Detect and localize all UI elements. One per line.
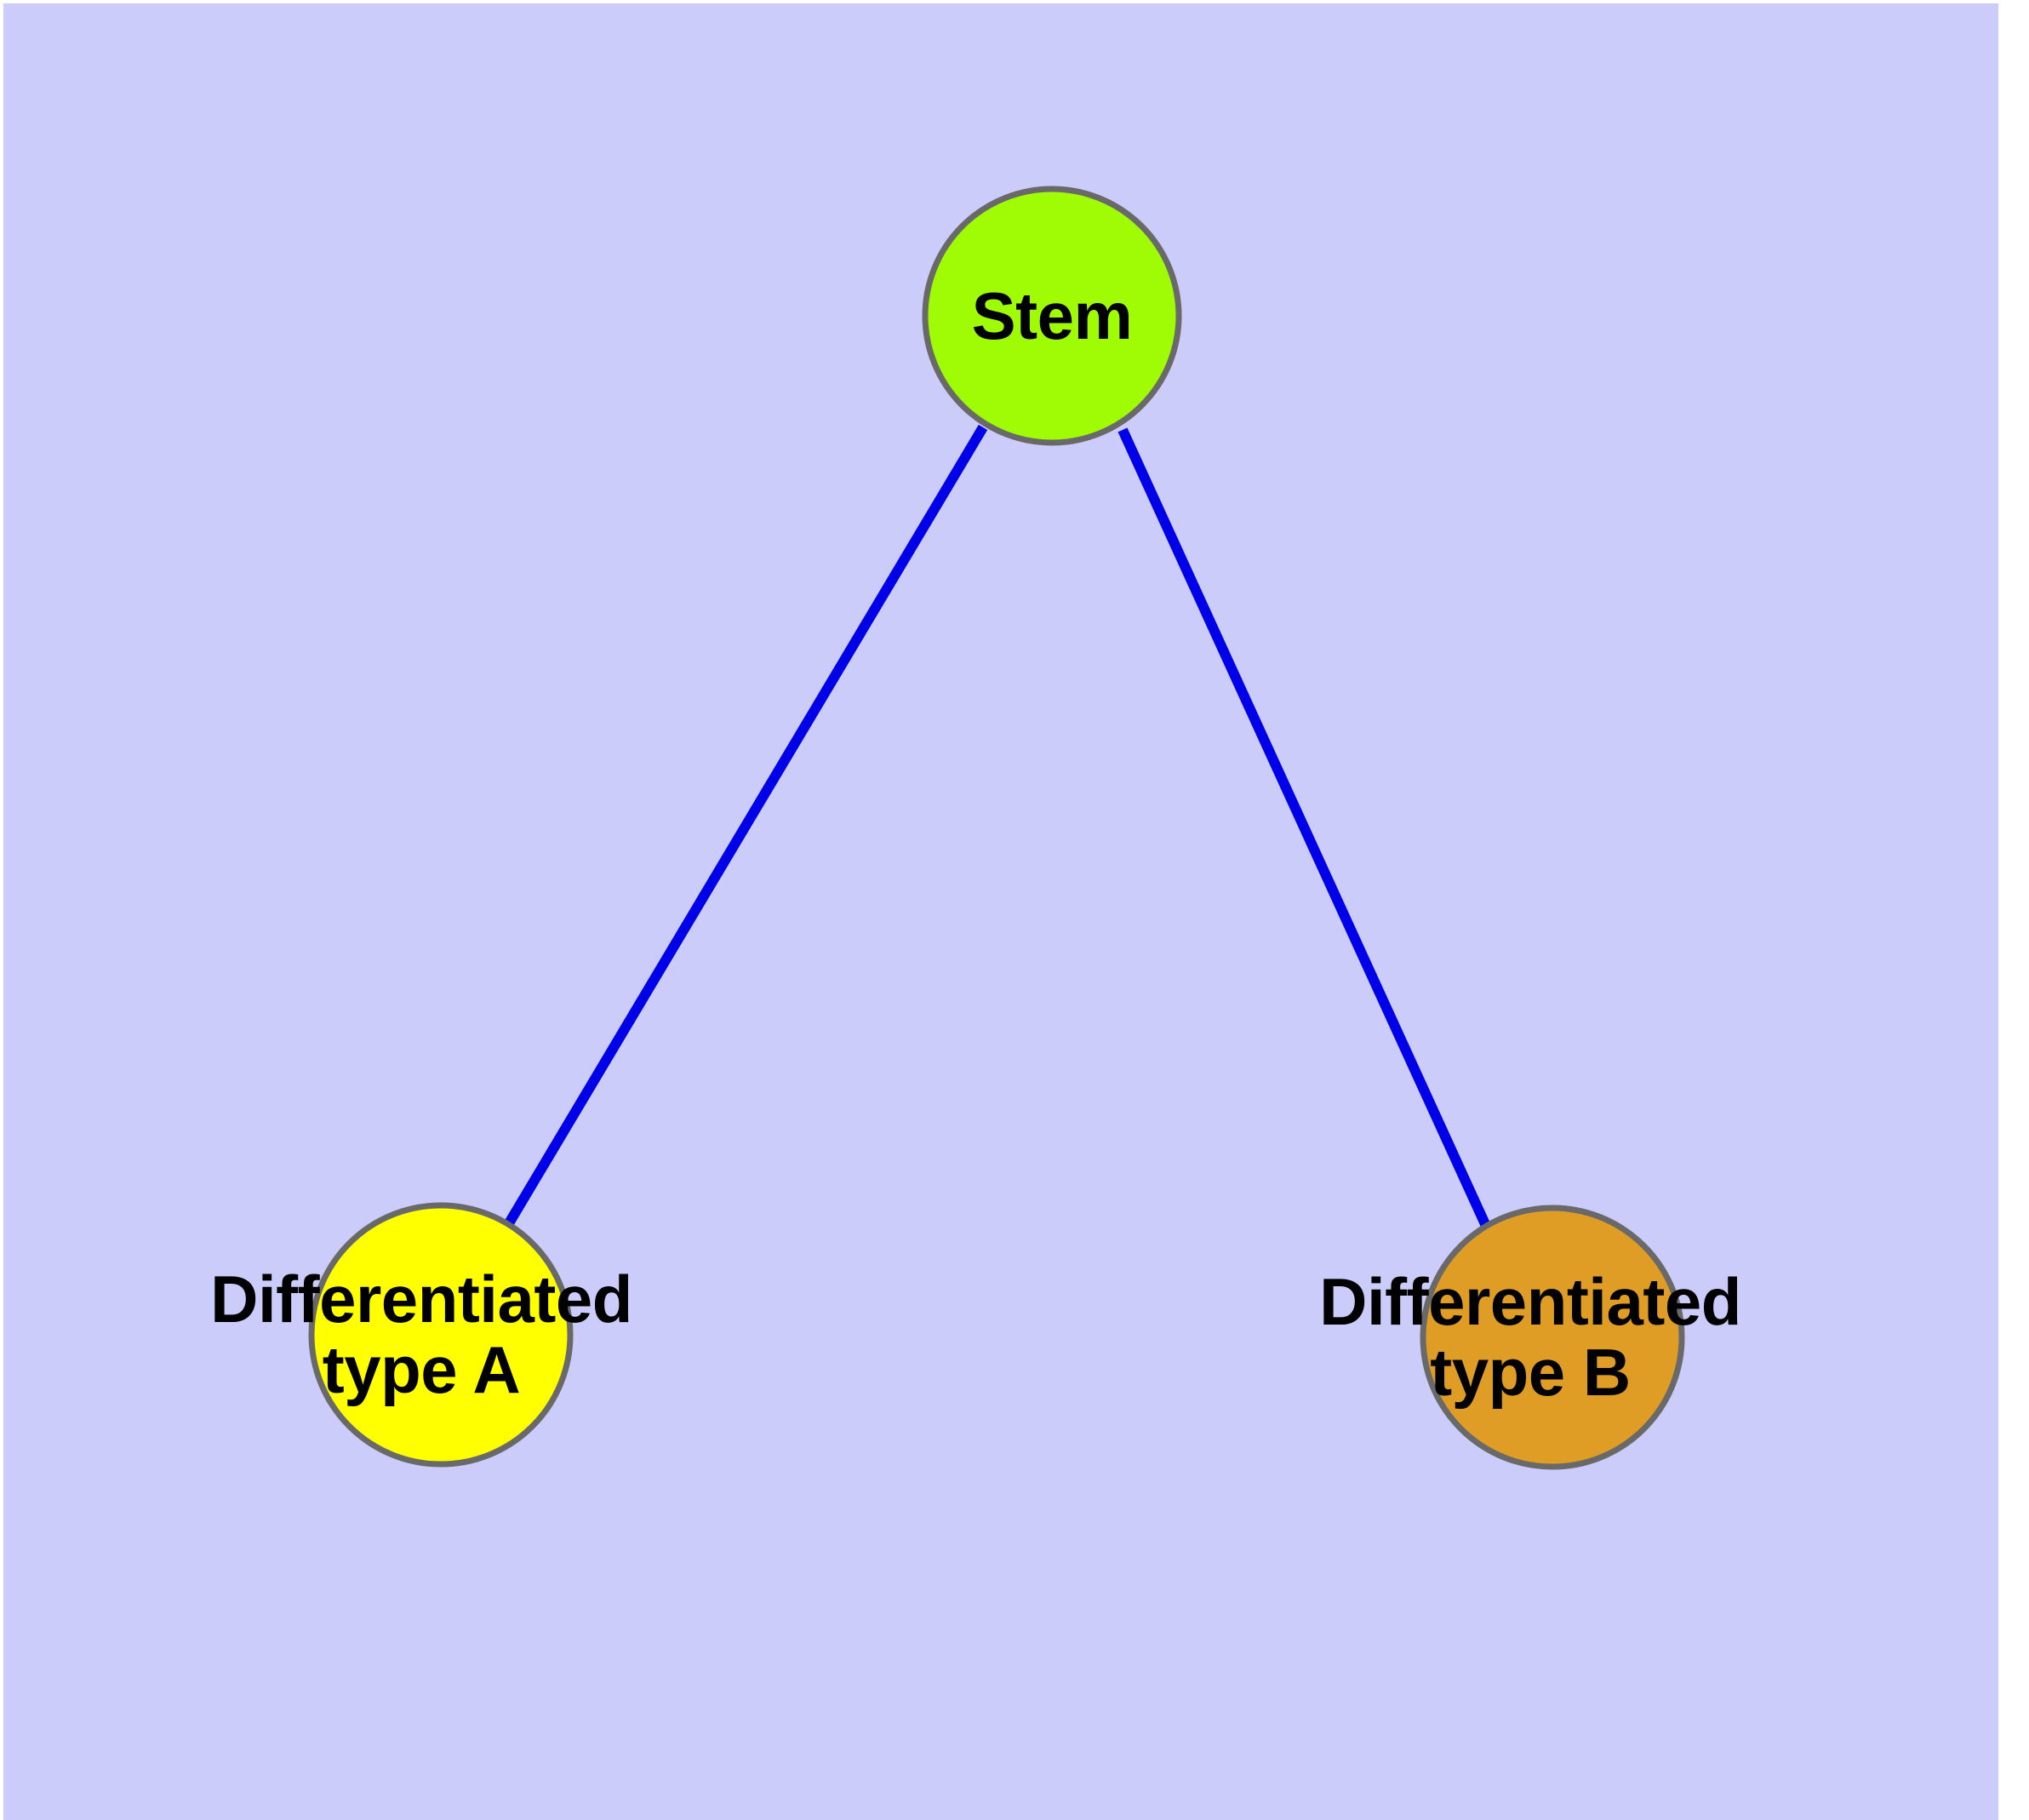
edges-group (504, 424, 1490, 1227)
edge-stem-to-diff_b (1117, 427, 1490, 1227)
node-diff_a[interactable] (308, 1202, 574, 1468)
nodes-group (308, 186, 1685, 1470)
edge-stem-to-diff_a (504, 424, 988, 1227)
node-stem[interactable] (922, 186, 1182, 446)
node-diff_b[interactable] (1420, 1205, 1685, 1470)
